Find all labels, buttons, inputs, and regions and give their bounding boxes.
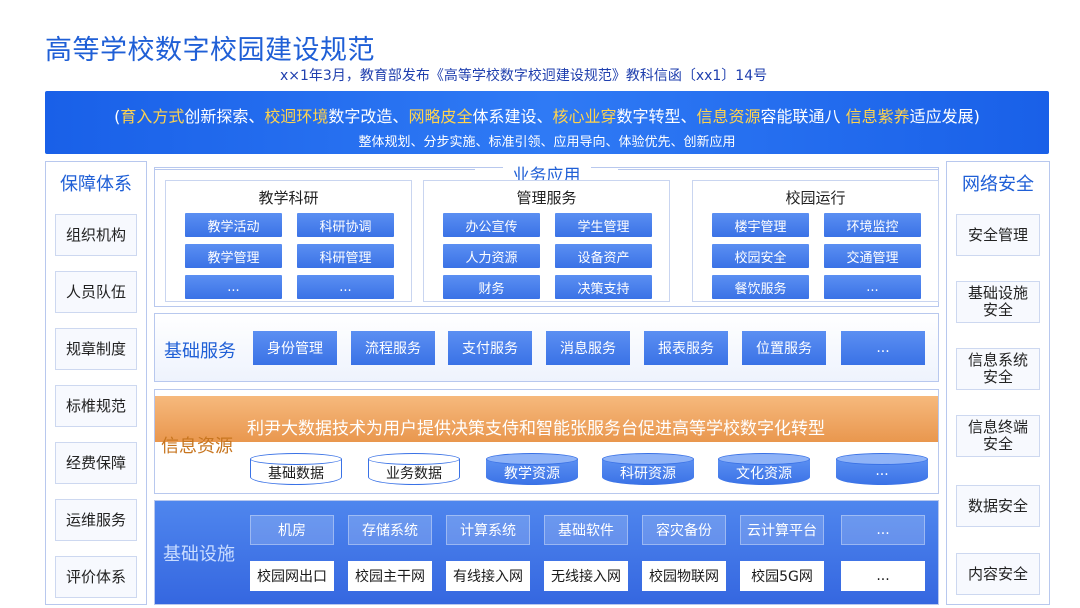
data-cylinder: 基础数据 xyxy=(250,453,342,485)
infra-box: 云计算平台 xyxy=(740,515,824,545)
infra-box: 校园主干网 xyxy=(348,561,432,591)
infra-box: 计算系统 xyxy=(446,515,530,545)
app-chip: 校园安全 xyxy=(712,244,809,268)
service-box: 流程服务 xyxy=(351,331,435,365)
app-chip: 科研协调 xyxy=(297,213,394,237)
group-campus-operation: 校园运行 楼宇管理 环境监控 校园安全 交通管理 餐饮服务 ... xyxy=(692,180,939,302)
banner-highlight: 信息资源 xyxy=(696,107,761,126)
app-chip: 楼宇管理 xyxy=(712,213,809,237)
app-chip: 学生管理 xyxy=(555,213,652,237)
app-chip: 科研管理 xyxy=(297,244,394,268)
security-item: 安全管理 xyxy=(956,214,1040,256)
support-item: 经费保障 xyxy=(55,442,137,484)
data-cylinder: 教学资源 xyxy=(486,453,578,485)
app-chip: 教学管理 xyxy=(185,244,282,268)
infra-box: ... xyxy=(841,561,925,591)
service-box: ... xyxy=(841,331,925,365)
app-chip: 设备资产 xyxy=(555,244,652,268)
infra-box: 校园网出口 xyxy=(250,561,334,591)
support-item: 评价体系 xyxy=(55,556,137,598)
basic-services-title: 基础服务 xyxy=(164,341,236,362)
app-chip: 决策支持 xyxy=(555,275,652,299)
banner-text: 创新探索、 xyxy=(184,107,265,126)
banner-text: 体系建设、 xyxy=(472,107,553,126)
support-item: 规章制度 xyxy=(55,328,137,370)
data-cylinder: 业务数据 xyxy=(368,453,460,485)
banner-goals: (育入方式创新探索、校迥环境数字改造、网略皮全体系建设、核心业穿数字转型、信息资… xyxy=(45,103,1049,127)
group-management-service: 管理服务 办公宣传 学生管理 人力资源 设备资产 财务 决策支持 xyxy=(423,180,670,302)
security-item: 基础设施安全 xyxy=(956,281,1040,323)
infra-box: 校园物联网 xyxy=(642,561,726,591)
infra-box: 机房 xyxy=(250,515,334,545)
network-security-title: 网络安全 xyxy=(962,174,1034,195)
app-chip: 交通管理 xyxy=(824,244,921,268)
security-item: 信息系统安全 xyxy=(956,348,1040,390)
page-title: 高等学校数字校园建设规范 xyxy=(45,35,375,66)
support-item: 标椎规范 xyxy=(55,385,137,427)
banner-highlight: 校迥环境 xyxy=(264,107,329,126)
banner-highlight: 网略皮全 xyxy=(408,107,473,126)
banner-text: 数字改造、 xyxy=(328,107,409,126)
network-security-column: 网络安全 安全管理 基础设施安全 信息系统安全 信息终端安全 数据安全 内容安全 xyxy=(946,161,1050,605)
app-chip: ... xyxy=(824,275,921,299)
data-cylinder: 科研资源 xyxy=(602,453,694,485)
banner-text: ( xyxy=(114,107,121,126)
infra-box: 基础软件 xyxy=(544,515,628,545)
business-apps-layer: 业务应用 教学科研 教学活动 科研协调 教学管理 科研管理 ... ... 管理… xyxy=(154,166,939,307)
infrastructure-layer: 基础设施 机房 存储系统 计算系统 基础软件 容灾备份 云计算平台 ... 校园… xyxy=(154,500,939,605)
banner-principles: 整体规划、分步实施、标准引领、应用导向、体验优先、创新应用 xyxy=(358,135,736,150)
infra-box: 校园5G网 xyxy=(740,561,824,591)
banner-highlight: 信息紫养 xyxy=(845,107,910,126)
support-item: 人员队伍 xyxy=(55,271,137,313)
app-chip: 教学活动 xyxy=(185,213,282,237)
banner-text: 适应发展) xyxy=(909,107,980,126)
info-resources-title: 信息资源 xyxy=(161,436,233,457)
app-chip: 人力资源 xyxy=(443,244,540,268)
infra-box: 存储系统 xyxy=(348,515,432,545)
app-chip: 环境监控 xyxy=(824,213,921,237)
app-chip: 财务 xyxy=(443,275,540,299)
support-system-column: 保障体系 组织机构 人员队伍 规章制度 标椎规范 经费保障 运维服务 评价体系 xyxy=(45,161,147,605)
infra-box: 容灾备份 xyxy=(642,515,726,545)
service-box: 消息服务 xyxy=(546,331,630,365)
service-box: 支付服务 xyxy=(448,331,532,365)
group-title: 教学科研 xyxy=(258,189,319,207)
banner-highlight: 育入方式 xyxy=(120,107,185,126)
group-title: 校园运行 xyxy=(785,189,846,207)
infra-box: 无线接入网 xyxy=(544,561,628,591)
infra-box: 有线接入网 xyxy=(446,561,530,591)
support-item: 运维服务 xyxy=(55,499,137,541)
security-item: 内容安全 xyxy=(956,553,1040,595)
group-title: 管理服务 xyxy=(516,189,577,207)
infrastructure-title: 基础设施 xyxy=(163,544,235,565)
principles-banner: (育入方式创新探索、校迥环境数字改造、网略皮全体系建设、核心业穿数字转型、信息资… xyxy=(45,91,1049,154)
app-chip: ... xyxy=(297,275,394,299)
info-resources-layer: 信息资源 利尹大数据技术为用户提供决策支侍和智能张服务台促进高等学校数字化转型 … xyxy=(154,389,939,494)
basic-services-layer: 基础服务 身份管理 流程服务 支付服务 消息服务 报表服务 位置服务 ... xyxy=(154,313,939,382)
security-item: 信息终端安全 xyxy=(956,415,1040,457)
service-box: 报表服务 xyxy=(644,331,728,365)
service-box: 身份管理 xyxy=(253,331,337,365)
support-item: 组织机构 xyxy=(55,214,137,256)
data-cylinder: ... xyxy=(836,453,928,485)
page-subtitle: x×1年3月，教育部发布《高等学校数字校迥建设规范》教科信函〔xx1〕14号 xyxy=(280,68,768,84)
app-chip: 办公宣传 xyxy=(443,213,540,237)
banner-text: 数字转型、 xyxy=(616,107,697,126)
banner-highlight: 核心业穿 xyxy=(552,107,617,126)
group-teaching-research: 教学科研 教学活动 科研协调 教学管理 科研管理 ... ... xyxy=(165,180,412,302)
info-band xyxy=(155,396,938,442)
support-system-title: 保障体系 xyxy=(60,174,132,195)
info-slogan: 利尹大数据技术为用户提供决策支侍和智能张服务台促进高等学校数字化转型 xyxy=(247,419,825,439)
app-chip: 餐饮服务 xyxy=(712,275,809,299)
security-item: 数据安全 xyxy=(956,485,1040,527)
infra-box: ... xyxy=(841,515,925,545)
data-cylinder: 文化资源 xyxy=(718,453,810,485)
banner-text: 容能联通八 xyxy=(760,107,846,126)
service-box: 位置服务 xyxy=(742,331,826,365)
app-chip: ... xyxy=(185,275,282,299)
title-divider xyxy=(155,169,475,170)
title-divider xyxy=(618,169,938,170)
